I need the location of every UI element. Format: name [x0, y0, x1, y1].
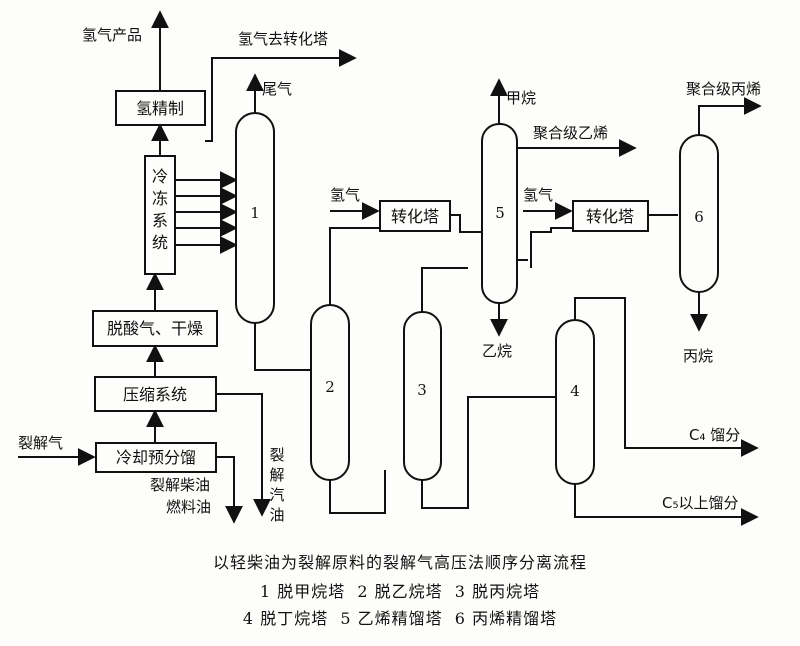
column-1	[235, 112, 275, 324]
column-6	[679, 134, 719, 293]
diesel-line	[216, 456, 243, 524]
c5-label: C₅以上馏分	[662, 494, 739, 512]
h2-to-conv-line	[205, 49, 357, 142]
col2-to-conv1-line	[329, 227, 380, 305]
column-3	[403, 311, 442, 481]
conv1-box	[379, 200, 451, 232]
h2-refine-box	[115, 90, 206, 126]
c4-line	[574, 297, 759, 457]
h2a-label: 氢气	[330, 186, 360, 204]
fuel-oil-label: 燃料油	[166, 498, 211, 516]
methane-label: 甲烷	[506, 89, 536, 107]
refrig-box	[144, 155, 176, 275]
stream-labels: 氢气产品 氢气去转化塔 尾气 甲烷 聚合级乙烯 聚合级丙烯 氢气 氢气 乙烷 丙…	[18, 26, 761, 524]
col2-to-col3-line	[329, 470, 386, 514]
col3-to-col4-line	[421, 396, 555, 509]
column-4	[555, 319, 595, 485]
caption-legend-1: 1 脱甲烷塔 2 脱乙烷塔 3 脱丙烷塔	[260, 582, 540, 601]
deacid-box	[92, 310, 218, 347]
column-3-number: 3	[417, 381, 427, 399]
refrig-label: 冷冻系统	[152, 167, 168, 252]
caption: 以轻柴油为裂解原料的裂解气高压法顺序分离流程 1 脱甲烷塔 2 脱乙烷塔 3 脱…	[213, 553, 587, 628]
column-5-number: 5	[495, 204, 505, 222]
ethane-label: 乙烷	[482, 342, 512, 360]
conv2-box	[572, 200, 649, 232]
c4-label: C₄ 馏分	[689, 426, 740, 444]
conv2-label: 转化塔	[586, 207, 634, 226]
h2-product-label: 氢气产品	[82, 26, 142, 44]
columns: 1 2 3 4 5 6	[235, 112, 719, 485]
gasoline-line	[216, 393, 271, 517]
col1-to-col2-line	[254, 323, 310, 371]
cool-label: 冷却预分馏	[116, 448, 196, 467]
conv1-label: 转化塔	[391, 207, 439, 226]
column-5	[481, 123, 518, 304]
propane-label: 丙烷	[683, 347, 713, 365]
flow-lines	[18, 10, 762, 526]
h2-refine-label: 氢精制	[136, 99, 184, 118]
compress-box	[94, 376, 217, 412]
caption-legend-2: 4 脱丁烷塔 5 乙烯精馏塔 6 丙烯精馏塔	[243, 609, 557, 628]
diesel-label: 裂解柴油	[150, 476, 210, 494]
process-boxes: 氢精制 冷冻系统 脱酸气、干燥 压缩系统 冷却预分馏 转化塔 转化塔	[92, 90, 649, 473]
col3-top-line	[421, 267, 468, 312]
propylene-line	[698, 97, 762, 135]
column-2-number: 2	[325, 378, 335, 396]
ethylene-label: 聚合级乙烯	[533, 124, 608, 142]
propylene-label: 聚合级丙烯	[686, 80, 761, 98]
cool-box	[95, 442, 217, 473]
feed-gas-label: 裂解气	[18, 434, 63, 452]
caption-title: 以轻柴油为裂解原料的裂解气高压法顺序分离流程	[213, 553, 587, 572]
tail-gas-label: 尾气	[262, 80, 292, 98]
h2b-label: 氢气	[523, 186, 553, 204]
c5-line	[574, 484, 759, 526]
column-4-number: 4	[570, 382, 580, 400]
column-2	[310, 304, 350, 481]
deacid-label: 脱酸气、干燥	[107, 319, 203, 338]
h2-to-conv-label: 氢气去转化塔	[238, 30, 328, 48]
conv1-to-col5-line	[450, 214, 482, 233]
compress-label: 压缩系统	[123, 385, 187, 404]
col3-to-conv2-line	[530, 227, 573, 268]
column-1-number: 1	[250, 204, 260, 222]
column-6-number: 6	[694, 208, 704, 226]
gasoline-label: 裂解汽油	[269, 446, 284, 524]
